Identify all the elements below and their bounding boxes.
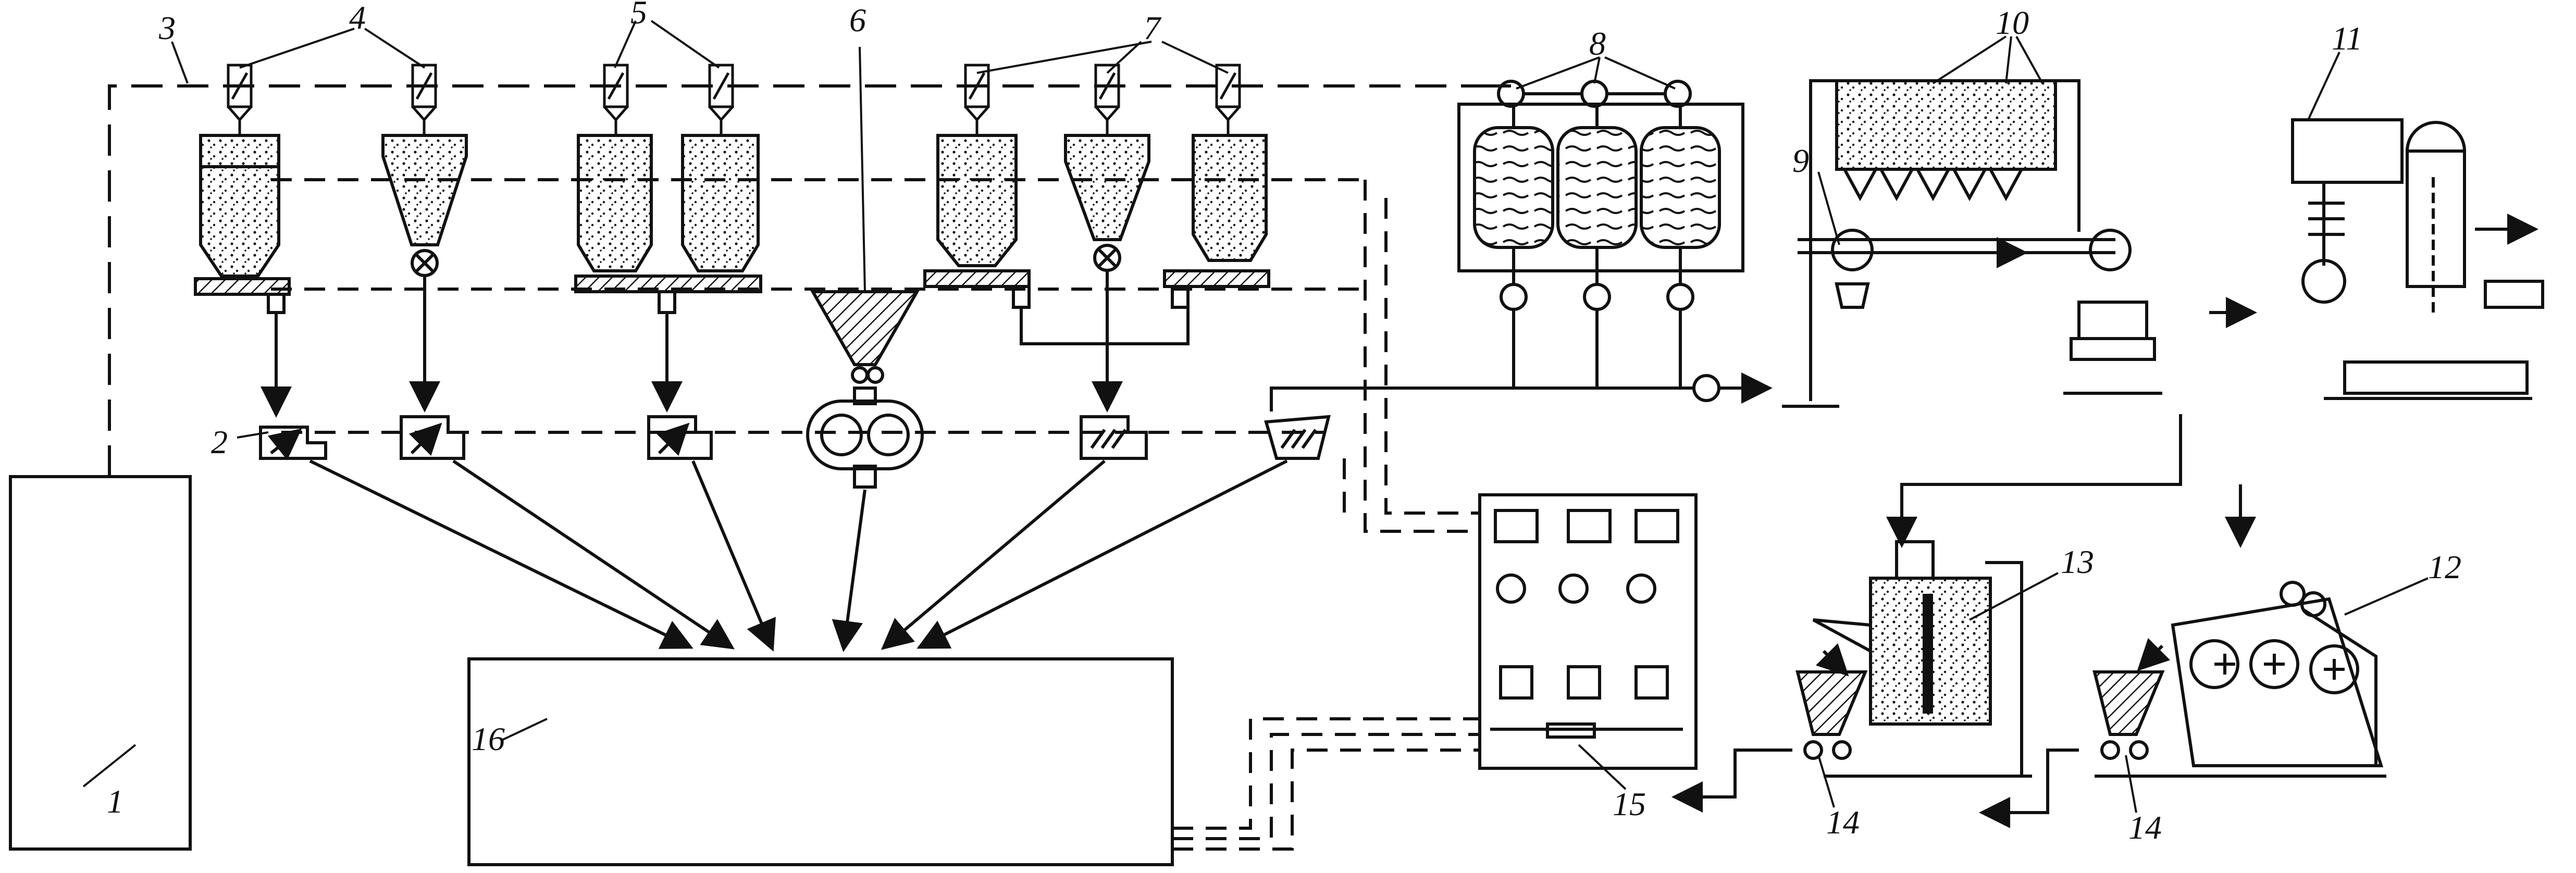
- silos: [194, 134, 1270, 314]
- cyclone-filter-icon: [1215, 64, 1241, 135]
- dough-rolling-machine: [2095, 581, 2386, 778]
- roll-crusher-icon: [806, 290, 924, 489]
- callout-9: 9: [1792, 142, 1809, 179]
- callout-3: 3: [158, 9, 176, 46]
- pneumatic-line: [108, 84, 1511, 477]
- cyclone-filter-icon: [708, 64, 734, 135]
- callout-6: 6: [849, 2, 866, 39]
- callout-2: 2: [211, 423, 228, 460]
- cyclone-filter-icon: [603, 64, 629, 135]
- cyclone-filter-icon: [411, 64, 437, 135]
- cone-silo-icon: [1064, 134, 1150, 272]
- callout-labels: 1 2 3 4 5 6 7 8 9 10 11 12 13 14 14 15 1…: [107, 0, 2461, 846]
- mixer-icon: [2291, 118, 2544, 400]
- callout-14b: 14: [2128, 809, 2162, 846]
- dosing-station-box: [467, 657, 1174, 866]
- callout-14a: 14: [1826, 804, 1860, 841]
- control-cabinet: [9, 475, 192, 851]
- cone-silo-icon: [1163, 134, 1270, 309]
- cyclone-filter-icon: [1094, 64, 1120, 135]
- callout-8: 8: [1589, 25, 1606, 62]
- callout-15: 15: [1613, 785, 1646, 822]
- control-panel-icon: [1478, 493, 1698, 770]
- callout-4: 4: [349, 0, 366, 36]
- leader-lines: [82, 20, 2429, 813]
- cone-silo-icon: [194, 134, 291, 314]
- callout-5: 5: [630, 0, 647, 31]
- callout-12: 12: [2428, 548, 2461, 585]
- dashed-service-lines: [271, 178, 1480, 851]
- callout-7: 7: [1144, 9, 1162, 46]
- dosing-scales: [259, 415, 1331, 460]
- cyclone-row: [227, 64, 1241, 135]
- cone-silo-icon: [923, 134, 1031, 309]
- liquid-tanks: [1457, 80, 1773, 404]
- ingredient-hoppers: [1782, 79, 2115, 408]
- callout-10: 10: [1996, 4, 2029, 41]
- callout-11: 11: [2332, 20, 2362, 57]
- cone-silo-icon: [381, 134, 468, 289]
- callout-16: 16: [472, 720, 505, 757]
- cyclone-filter-icon: [964, 64, 990, 135]
- callout-13: 13: [2061, 543, 2094, 580]
- feed-arrows: [261, 271, 1693, 418]
- cyclone-filter-icon: [227, 64, 253, 135]
- conveyor-lines: [1886, 414, 2256, 548]
- callout-1: 1: [107, 783, 123, 820]
- cone-silo-icon: [574, 134, 762, 314]
- dough-processing-tower: [1812, 540, 2032, 778]
- arrows-to-dosing-station: [309, 459, 1288, 652]
- receiving-hopper-icon: [1979, 638, 2171, 828]
- dough-cart-icon: [2063, 229, 2257, 395]
- receiving-hopper-icon: [1671, 643, 1868, 813]
